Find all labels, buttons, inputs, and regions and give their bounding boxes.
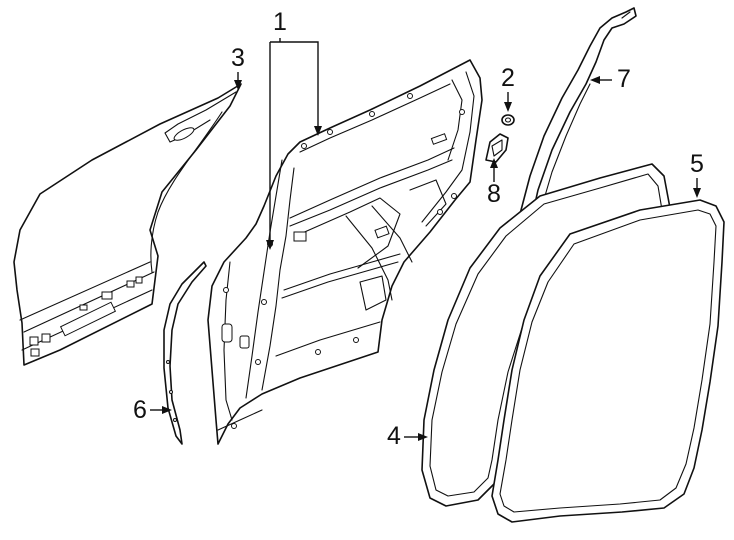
callout-labels: 1 3 2 8 7 5 4 6 [133, 8, 704, 450]
callout-1: 1 [273, 8, 287, 36]
outer-weatherstrip [491, 199, 725, 523]
callout-6: 6 [133, 396, 147, 424]
callout-5: 5 [690, 150, 704, 178]
leader-lines [150, 38, 701, 441]
callout-2: 2 [501, 64, 515, 92]
door-shell [207, 59, 483, 445]
callout-4: 4 [387, 422, 401, 450]
callout-3: 3 [231, 44, 245, 72]
bracket [485, 133, 509, 163]
grommet [501, 114, 515, 126]
callout-8: 8 [487, 180, 501, 208]
outer-door-panel [13, 83, 242, 366]
door-edge-seal [163, 261, 207, 445]
callout-7: 7 [617, 65, 631, 93]
